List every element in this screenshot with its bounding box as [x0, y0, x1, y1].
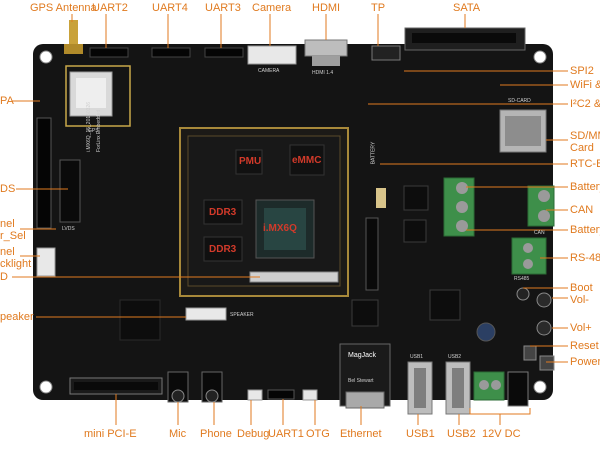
battery-can-terminals	[443, 177, 555, 275]
label-d: D	[0, 271, 8, 283]
label-mini-pcie: mini PCI-E	[84, 428, 137, 440]
chip-label-pmu: PMU	[239, 156, 262, 167]
label-power: Power	[570, 356, 600, 368]
chip-label-emmc: eMMC	[292, 155, 322, 166]
silk-sd-card: SD-CARD	[508, 98, 531, 104]
label-tp: TP	[371, 2, 386, 14]
label-ds: DS	[0, 183, 16, 195]
ddr3-chip-bottom	[203, 236, 243, 262]
silk-model: i.MX6Q_15_20150326	[86, 101, 92, 152]
label-panel-sel-line2: r_Sel	[0, 230, 26, 242]
uart2-header	[89, 47, 129, 58]
mounting-hole	[39, 380, 53, 394]
silk-lvds: LVDS	[62, 226, 75, 232]
label-pa: PA	[0, 95, 14, 107]
label-uart2: UART2	[92, 2, 128, 14]
label-wifi: WiFi &	[570, 79, 600, 91]
mounting-hole	[533, 50, 547, 64]
backlight-connector	[36, 247, 56, 277]
chip-label-ddr3-bottom: DDR3	[209, 244, 237, 255]
label-mic: Mic	[169, 428, 187, 440]
label-panel-sel-line1: nel	[0, 218, 15, 230]
silk-hdmi: HDMI 1.4	[312, 70, 334, 76]
label-vol-plus: Vol+	[570, 322, 592, 334]
chip-label-cpu: i.MX6Q	[263, 223, 297, 234]
gps-antenna-connector	[69, 20, 78, 52]
silk-gps: GPS	[88, 128, 99, 134]
silk-magjack: MagJack	[348, 352, 377, 359]
tp-connector	[371, 45, 401, 61]
label-12v-dc: 12V DC	[482, 428, 521, 440]
otg-connector	[302, 389, 318, 401]
label-backlight-line1: nel	[0, 246, 15, 258]
label-i2c2: I²C2 &	[570, 98, 600, 110]
label-battery-1: Battery	[570, 181, 600, 193]
rtc-battery-holder	[376, 188, 386, 208]
label-gps-antenna: GPS Antenna	[30, 2, 97, 14]
label-rtc-battery: RTC-Ba	[570, 158, 600, 170]
sdio-header	[365, 217, 379, 291]
label-spi2: SPI2	[570, 65, 594, 77]
label-sata: SATA	[453, 2, 481, 14]
chip-label-ddr3-top: DDR3	[209, 207, 237, 218]
debug-connector	[247, 389, 263, 401]
silk-speaker: SPEAKER	[230, 312, 254, 318]
mounting-hole	[533, 380, 547, 394]
speaker-connector	[185, 307, 227, 321]
label-phone: Phone	[200, 428, 232, 440]
uart1-header	[267, 389, 295, 400]
uart4-header	[151, 47, 191, 58]
silk-usb2: USB2	[448, 354, 462, 360]
label-debug: Debug	[237, 428, 270, 440]
label-hdmi: HDMI	[312, 2, 341, 14]
silk-battery: BATTERY	[370, 141, 377, 165]
pa-header	[36, 117, 52, 229]
camera-connector	[247, 45, 297, 65]
lvds-header	[59, 159, 81, 223]
silk-camera: CAMERA	[258, 68, 280, 74]
label-speaker: peaker	[0, 311, 34, 323]
mounting-hole	[39, 50, 53, 64]
silk-maker: ForLinx Embedded	[96, 109, 102, 152]
label-boot: Boot	[570, 282, 593, 294]
uart3-header	[204, 47, 244, 58]
pmu-chip	[235, 149, 263, 175]
label-sd-mmc-line2: Card	[570, 142, 594, 154]
dc-jack	[507, 371, 529, 407]
label-reset: Reset	[570, 340, 599, 352]
silk-can: CAN	[534, 230, 545, 236]
label-uart1: UART1	[268, 428, 304, 440]
silk-rs485: RS485	[514, 276, 530, 282]
label-can: CAN	[570, 204, 594, 216]
silk-magjack-sub: Bel Stewart	[348, 378, 374, 384]
label-uart3: UART3	[205, 2, 241, 14]
label-vol-minus: Vol-	[570, 294, 589, 306]
label-battery-2: Battery	[570, 224, 600, 236]
label-sd-mmc-line1: SD/MM	[570, 130, 600, 142]
silk-usb1: USB1	[410, 354, 424, 360]
label-backlight-line2: cklight	[0, 258, 32, 270]
label-ethernet: Ethernet	[340, 428, 382, 440]
label-uart4: UART4	[152, 2, 188, 14]
label-otg: OTG	[306, 428, 330, 440]
label-usb1: USB1	[406, 428, 435, 440]
emmc-chip	[289, 144, 325, 176]
label-usb2: USB2	[447, 428, 476, 440]
ddr3-chip-top	[203, 199, 243, 225]
label-rs485: RS-485	[570, 252, 600, 264]
label-camera: Camera	[252, 2, 292, 14]
